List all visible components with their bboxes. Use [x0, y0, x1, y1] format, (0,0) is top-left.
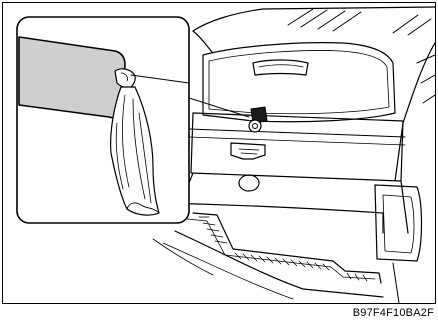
illustration-frame [2, 2, 436, 304]
figure-code: B97F4F10BA2F [353, 306, 434, 320]
zoom-inset [17, 17, 189, 223]
vehicle-body [153, 7, 435, 303]
vehicle-rear-illustration [3, 3, 435, 303]
rear-camera-icon [249, 107, 267, 132]
